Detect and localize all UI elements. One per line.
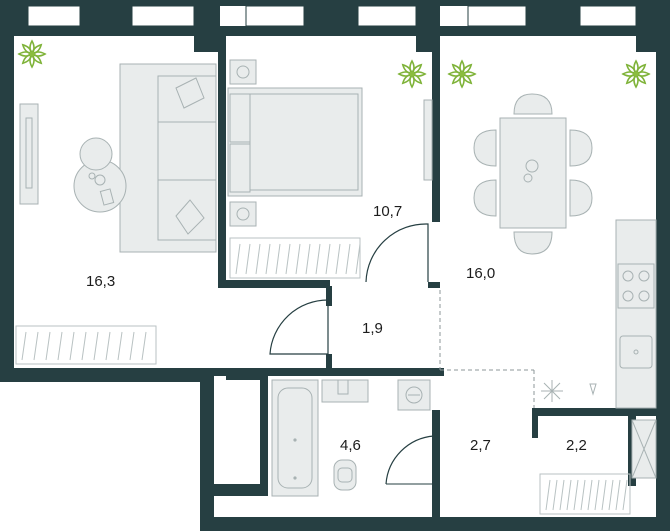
- living-room: 16,3: [15, 63, 217, 365]
- dining-table-icon: [473, 93, 593, 255]
- kitchen-counter: [615, 219, 657, 409]
- washing-machine-icon: [397, 379, 431, 411]
- room-area-kitchen: 16,0: [466, 265, 495, 282]
- storage: 2,2: [539, 419, 657, 515]
- wardrobe: [423, 99, 433, 181]
- toilet-icon: [333, 459, 357, 491]
- bathtub-icon: [271, 379, 319, 497]
- dashed-partition: [439, 290, 535, 408]
- bedroom: 10,7: [227, 59, 433, 283]
- plant-icon: [621, 59, 651, 89]
- door-swing-icon: [365, 223, 429, 283]
- corridor: 2,7: [470, 380, 597, 454]
- stove-icon: [617, 263, 655, 309]
- radiator: [15, 325, 157, 365]
- bathroom: 4,6: [271, 379, 435, 497]
- plant-icon: [447, 59, 477, 89]
- door-swing-icon: [385, 435, 435, 485]
- room-area-storage: 2,2: [566, 437, 587, 454]
- washbasin: [321, 379, 369, 403]
- lamp-icon: [229, 59, 257, 227]
- kitchen: 16,0: [466, 93, 657, 409]
- bedroom-radiator: [229, 237, 361, 279]
- room-area-hall: 1,9: [362, 320, 383, 337]
- hall: 1,9: [269, 299, 383, 355]
- room-area-corridor: 2,7: [470, 437, 491, 454]
- room-area-bedroom: 10,7: [373, 203, 402, 220]
- room-area-bathroom: 4,6: [340, 437, 361, 454]
- sofa-icon: [119, 63, 217, 253]
- entrance-marker: [536, 518, 548, 524]
- coffee-table: [73, 137, 127, 213]
- door-swing-icon: [269, 299, 329, 355]
- sink-icon: [619, 335, 653, 369]
- plant-icon: [17, 39, 47, 69]
- ceiling-light-icon: [541, 380, 597, 402]
- plant-icon: [397, 59, 427, 89]
- room-area-living: 16,3: [86, 273, 115, 290]
- bed-icon: [227, 87, 363, 197]
- storage-radiator: [539, 473, 631, 515]
